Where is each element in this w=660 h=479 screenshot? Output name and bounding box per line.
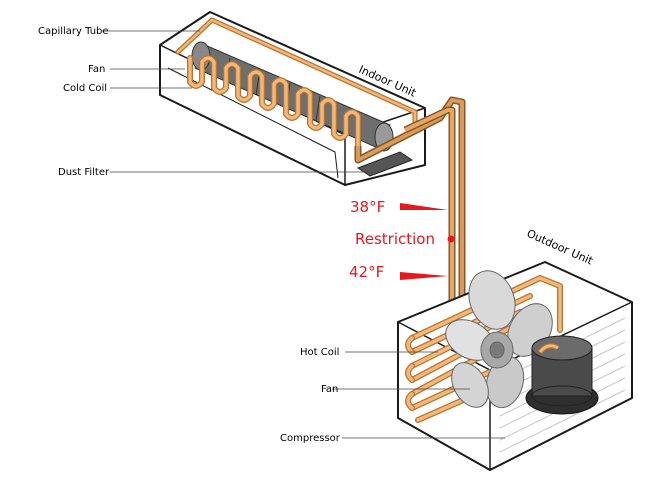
- outdoor-fan: [445, 270, 553, 409]
- leader-lines: [102, 30, 505, 439]
- label-fan-indoor: Fan: [88, 64, 105, 75]
- temp-top-label: 38°F: [350, 198, 385, 216]
- restriction-label: Restriction: [355, 230, 435, 248]
- indoor-unit: [159, 11, 426, 186]
- label-dust-filter: Dust Filter: [58, 167, 110, 178]
- dust-filter: [356, 151, 414, 177]
- compressor: [525, 335, 599, 415]
- temp-top-arrow: [400, 203, 448, 210]
- cold-coil: [175, 17, 418, 149]
- label-compressor: Compressor: [280, 433, 341, 444]
- restriction-dot: [447, 235, 455, 243]
- temp-bottom-arrow: [400, 272, 448, 280]
- label-capillary-tube: Capillary Tube: [38, 26, 109, 37]
- refrigerant-lines: [354, 96, 466, 330]
- outdoor-unit: [397, 261, 633, 471]
- label-outdoor-unit: Outdoor Unit: [525, 227, 596, 268]
- label-cold-coil: Cold Coil: [63, 83, 107, 94]
- annotations: 38°F Restriction 42°F: [349, 198, 455, 281]
- label-hot-coil: Hot Coil: [300, 347, 339, 358]
- temp-bottom-label: 42°F: [349, 263, 384, 281]
- label-fan-outdoor: Fan: [321, 384, 338, 395]
